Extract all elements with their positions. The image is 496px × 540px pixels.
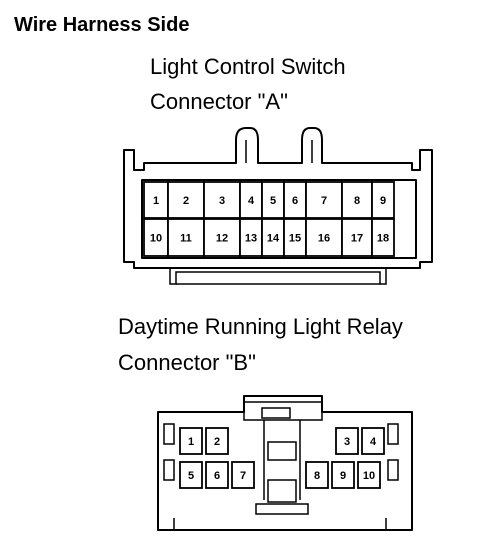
connector-a-pin-15: 15 [283,218,307,257]
svg-text:5: 5 [188,470,194,482]
svg-text:15: 15 [289,233,301,245]
connector-a-pin-13: 13 [239,218,263,257]
connector-a-pin-14: 14 [261,218,285,257]
svg-text:8: 8 [354,195,360,207]
svg-text:2: 2 [183,195,189,207]
connector-b-pin-1: 1 [179,427,203,455]
svg-text:7: 7 [321,195,327,207]
svg-text:13: 13 [245,233,257,245]
connector-a-subtitle: Connector "A" [150,89,288,114]
connector-a-housing [123,127,433,285]
svg-text:1: 1 [188,436,194,448]
svg-text:2: 2 [214,436,220,448]
connector-a-pin-12: 12 [203,218,241,257]
connector-a-pin-9: 9 [371,181,395,219]
connector-b-pin-2: 2 [205,427,229,455]
svg-text:9: 9 [380,195,386,207]
svg-text:1: 1 [153,195,159,207]
connector-b-pin-6: 6 [205,461,229,489]
connector-b-title: Daytime Running Light Relay [118,314,403,339]
svg-text:4: 4 [370,436,377,448]
connector-a-pin-17: 17 [341,218,373,257]
svg-text:5: 5 [270,195,276,207]
connector-b-pins: 1 2 5 6 7 3 4 8 9 10 [179,427,385,489]
connector-a-pin-5: 5 [261,181,285,219]
connector-b-pin-3: 3 [335,427,359,455]
svg-text:8: 8 [314,470,320,482]
svg-text:6: 6 [214,470,220,482]
svg-text:14: 14 [267,233,280,245]
connector-a-pin-4: 4 [239,181,263,219]
connector-a-pin-3: 3 [203,181,241,219]
svg-text:10: 10 [150,233,162,245]
svg-text:6: 6 [292,195,298,207]
connector-b-subtitle: Connector "B" [118,350,256,375]
svg-text:7: 7 [240,470,246,482]
connector-b-pin-8: 8 [305,461,329,489]
svg-text:4: 4 [248,195,255,207]
connector-a-title: Light Control Switch [150,54,346,79]
connector-a-pin-2: 2 [167,181,205,219]
svg-text:12: 12 [216,233,228,245]
svg-text:3: 3 [344,436,350,448]
connector-a-pin-1: 1 [143,181,169,219]
connector-b-pin-10: 10 [357,461,381,489]
connector-a-pin-16: 16 [305,218,343,257]
connector-b-housing [157,395,413,531]
connector-a-pin-6: 6 [283,181,307,219]
connector-a-pins: 1 10 2 11 3 12 4 13 5 14 6 15 7 16 8 17 9 18 [143,181,395,257]
heading: Wire Harness Side [14,14,190,36]
connector-b-pin-5: 5 [179,461,203,489]
svg-text:3: 3 [219,195,225,207]
connector-a-pin-10: 10 [143,218,169,257]
connector-a-pin-18: 18 [371,218,395,257]
connector-b-pin-7: 7 [231,461,255,489]
svg-text:11: 11 [180,233,192,245]
svg-text:16: 16 [318,233,330,245]
svg-text:17: 17 [351,233,363,245]
connector-a-pin-11: 11 [167,218,205,257]
connector-a-pin-7: 7 [305,181,343,219]
connector-b-pin-4: 4 [361,427,385,455]
connector-b-pin-9: 9 [331,461,355,489]
svg-text:10: 10 [363,470,375,482]
connector-a-pin-8: 8 [341,181,373,219]
svg-text:18: 18 [377,233,389,245]
svg-text:9: 9 [340,470,346,482]
